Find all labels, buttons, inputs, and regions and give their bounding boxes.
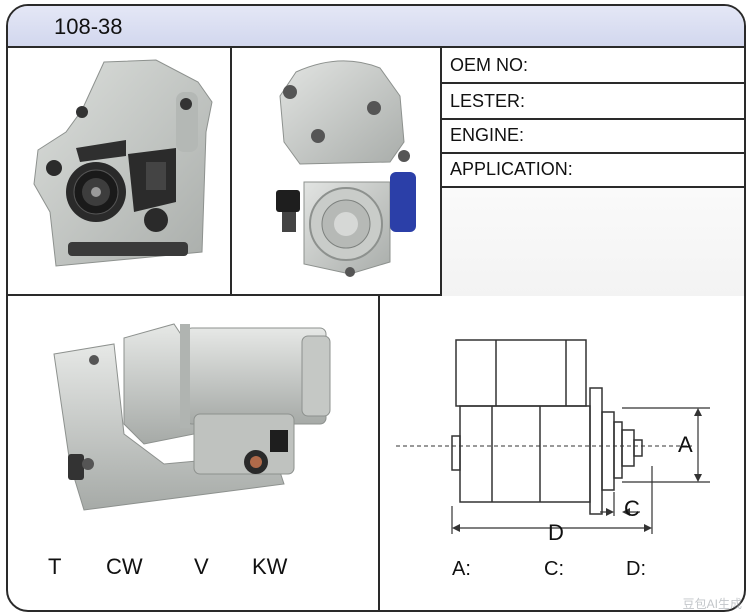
title-bar: 108-38	[8, 6, 744, 48]
dimension-label-c: C:	[544, 558, 564, 580]
product-card: 108-38	[6, 4, 746, 612]
dimension-label-a: A:	[452, 558, 471, 580]
spec-label-lester: LESTER:	[450, 91, 526, 111]
spec-label-application: APPLICATION:	[450, 159, 573, 179]
divider-middle	[8, 294, 744, 296]
rotation-label-kw: KW	[252, 554, 288, 579]
rotation-label-t: T	[48, 554, 62, 579]
diagram-label-a: A	[678, 432, 693, 457]
spec-row-application: APPLICATION:	[442, 152, 744, 188]
divider-top-1	[230, 46, 232, 296]
spec-row-lester: LESTER:	[442, 84, 744, 120]
spec-row-oem: OEM NO:	[442, 48, 744, 84]
starter-rear-photo	[276, 60, 416, 277]
spec-label-engine: ENGINE:	[450, 125, 525, 145]
spec-notes-area	[442, 188, 744, 296]
spec-row-engine: ENGINE:	[442, 118, 744, 154]
starter-side-photo	[53, 323, 331, 511]
dimension-diagram: A C D	[396, 339, 710, 545]
part-number: 108-38	[54, 14, 123, 39]
dimension-label-d: D:	[626, 558, 646, 580]
rotation-label-cw: CW	[106, 554, 143, 579]
starter-front-photo	[33, 59, 213, 267]
diagram-label-c: C	[624, 496, 640, 521]
watermark: 豆包AI生成	[682, 597, 742, 611]
divider-top-2	[440, 46, 442, 296]
diagram-label-d: D	[548, 520, 564, 545]
spec-label-oem: OEM NO:	[450, 55, 529, 75]
divider-bottom	[378, 296, 380, 610]
rotation-label-v: V	[194, 554, 209, 579]
